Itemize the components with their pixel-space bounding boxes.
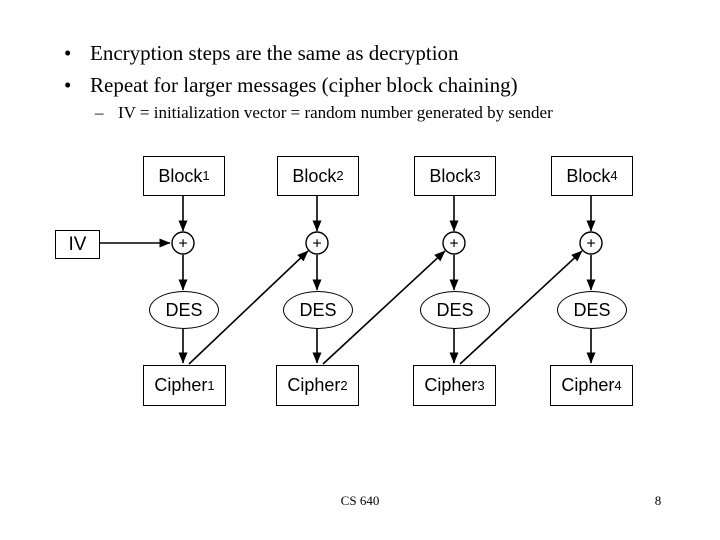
block-2-label: Block xyxy=(292,165,337,186)
xor-node-2 xyxy=(305,231,329,255)
bullet-item-2: • Repeat for larger messages (cipher blo… xyxy=(64,73,518,98)
xor-node-3 xyxy=(442,231,466,255)
bullet-text-1: Encryption steps are the same as decrypt… xyxy=(90,41,459,65)
arrow-cipher2-xor3 xyxy=(322,250,446,365)
dash-icon: – xyxy=(95,103,104,122)
block-3-label: Block xyxy=(429,165,474,186)
bullet-icon: • xyxy=(64,73,72,97)
des-3-label: DES xyxy=(436,299,474,320)
iv-label: IV xyxy=(68,233,87,255)
xor-plus-icon: + xyxy=(178,236,187,253)
xor-node-4 xyxy=(579,231,603,255)
sub-bullet-item: – IV = initialization vector = random nu… xyxy=(95,103,553,123)
arrow-cipher1-xor2 xyxy=(188,250,309,365)
des-node-3: DES xyxy=(420,291,490,329)
cipher-2-label: Cipher xyxy=(287,375,341,395)
des-node-2: DES xyxy=(283,291,353,329)
des-1-label: DES xyxy=(165,299,203,320)
xor-plus-icon: + xyxy=(586,236,595,253)
cipher-1-label: Cipher xyxy=(154,375,208,395)
bullet-icon: • xyxy=(64,41,72,65)
xor-node-1 xyxy=(171,231,195,255)
footer-course: CS 640 xyxy=(340,493,380,508)
arrow-cipher3-xor4 xyxy=(459,250,583,365)
xor-plus-icon: + xyxy=(449,236,458,253)
xor-plus-icon: + xyxy=(312,236,321,253)
bullet-text-2: Repeat for larger messages (cipher block… xyxy=(90,73,518,97)
sub-bullet-text: IV = initialization vector = random numb… xyxy=(118,103,553,122)
iv-box: IV xyxy=(55,230,100,259)
des-4-label: DES xyxy=(573,299,611,320)
bullet-item-1: • Encryption steps are the same as decry… xyxy=(64,41,459,66)
des-node-1: DES xyxy=(149,291,219,329)
block-4-label: Block xyxy=(566,165,611,186)
cipher-3-label: Cipher xyxy=(424,375,478,395)
des-2-label: DES xyxy=(299,299,337,320)
footer-page-number: 8 xyxy=(654,493,662,508)
cipher-4-label: Cipher xyxy=(561,375,615,395)
des-node-4: DES xyxy=(557,291,627,329)
block-1-label: Block xyxy=(158,165,203,186)
